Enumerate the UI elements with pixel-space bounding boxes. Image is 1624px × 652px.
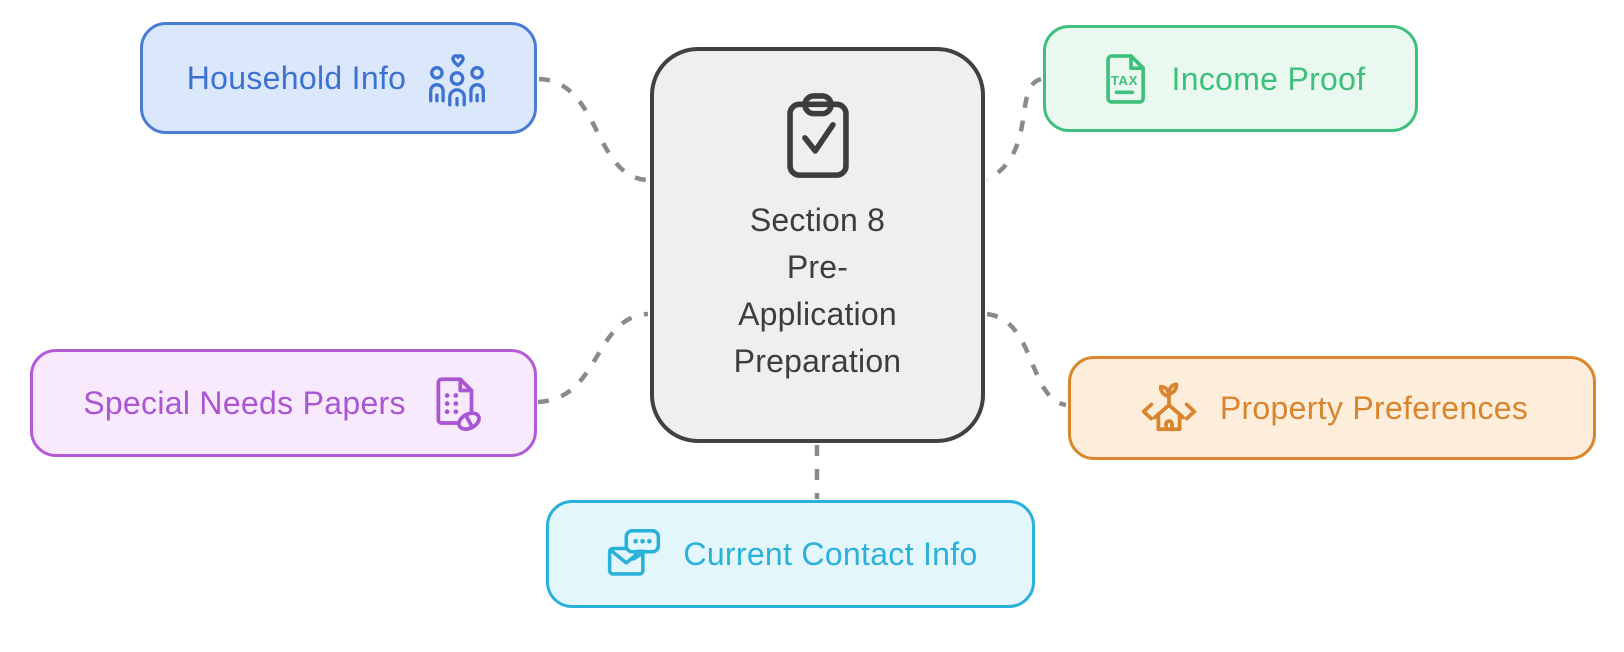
center-node-label: Section 8 Pre- Application Preparation: [733, 202, 902, 379]
message-envelope-icon: [608, 528, 661, 576]
node-household-info: Household Info: [140, 22, 537, 134]
node-label: Household Info: [186, 60, 407, 96]
node-income-proof: TAX Income Proof: [1043, 25, 1418, 132]
node-special-needs-papers: Special Needs Papers: [30, 349, 537, 457]
connector-property-prefs: [986, 311, 1067, 408]
tax-icon-text: TAX: [1110, 73, 1137, 88]
connector-income-proof: [985, 76, 1042, 182]
center-node-section8-pre-application: Section 8 Pre- Application Preparation: [650, 47, 985, 443]
node-property-preferences: Property Preferences: [1068, 356, 1596, 460]
braille-document-pill-icon: [436, 377, 481, 431]
node-label: Property Preferences: [1219, 390, 1529, 426]
node-label: Income Proof: [1171, 60, 1366, 97]
house-code-icon: [1141, 382, 1197, 432]
node-label: Special Needs Papers: [83, 385, 406, 421]
connector-household-info: [538, 76, 649, 183]
tax-document-icon: TAX: [1105, 53, 1145, 104]
clipboard-check-icon: [786, 93, 849, 178]
connector-special-needs: [537, 311, 649, 405]
node-current-contact-info: Current Contact Info: [546, 500, 1035, 608]
node-label: Current Contact Info: [683, 536, 978, 572]
family-heart-icon: [429, 54, 486, 107]
